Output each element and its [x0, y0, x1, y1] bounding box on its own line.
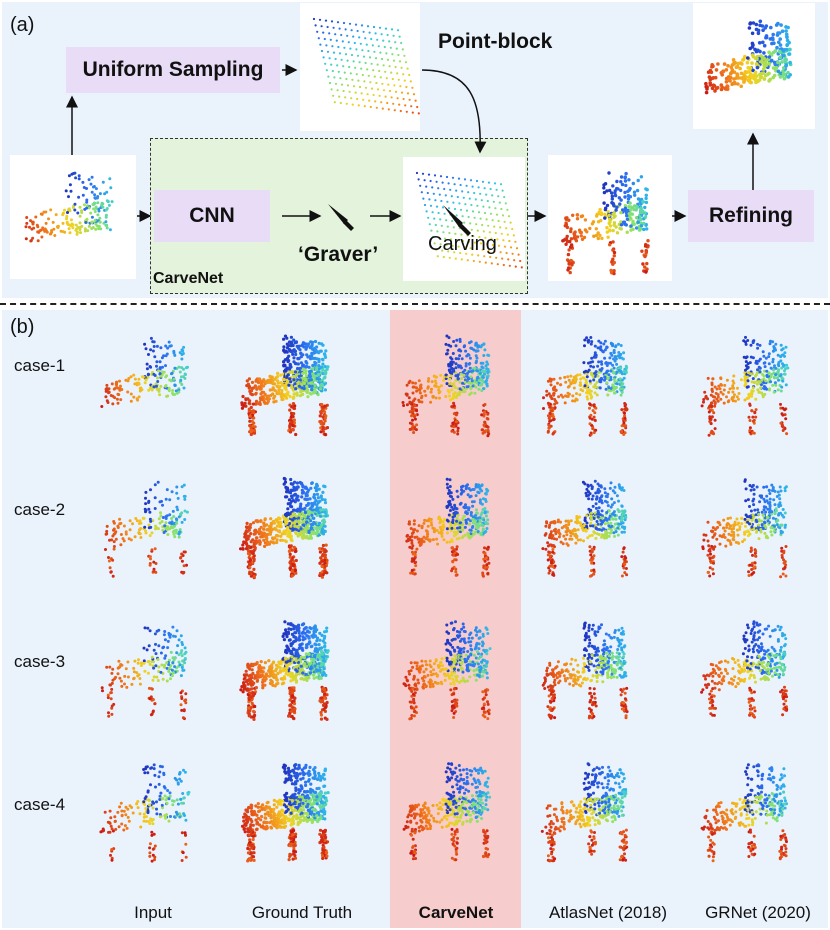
section-divider [0, 303, 830, 305]
result-carvenet-case-4 [392, 748, 512, 868]
column-label-grnet: GRNet (2020) [705, 903, 811, 922]
point-block-label: Point-block [438, 30, 553, 53]
point-block-grid [312, 17, 420, 115]
panel-b-label: (b) [10, 316, 35, 338]
result-input-case-3 [90, 606, 210, 726]
case-label-4: case-4 [14, 795, 66, 814]
graver-label: ‘Graver’ [298, 243, 379, 266]
arrow-icon [421, 69, 487, 154]
coarse-output-thumbnail [548, 155, 672, 281]
panel-a-label: (a) [10, 14, 35, 36]
cnn-label: CNN [189, 204, 235, 227]
column-label-input: Input [134, 903, 172, 922]
carving-thumbnail [403, 157, 525, 281]
result-grnet-case-2 [690, 464, 810, 584]
column-label-atlasnet: AtlasNet (2018) [548, 903, 668, 922]
case-label-2: case-2 [14, 500, 66, 519]
result-atlasnet-case-1 [530, 322, 650, 442]
carvenet-label: CarveNet [153, 270, 224, 287]
knife-icon [443, 205, 463, 227]
result-input-case-1 [90, 322, 210, 442]
result-atlasnet-case-4 [530, 748, 650, 868]
column-label-carvenet: CarveNet [418, 903, 494, 922]
cnn-box: CNN [154, 190, 270, 242]
result-ground-truth-case-2 [230, 464, 350, 584]
flow-arrows [66, 64, 759, 222]
uniform-sampling-box: Uniform Sampling [66, 47, 280, 93]
case-label-3: case-3 [14, 652, 66, 671]
refined-output-thumbnail [693, 3, 815, 129]
result-grnet-case-4 [690, 748, 810, 868]
result-input-case-4 [90, 748, 210, 868]
result-grnet-case-1 [690, 322, 810, 442]
result-carvenet-case-2 [392, 464, 512, 584]
result-atlasnet-case-2 [530, 464, 650, 584]
uniform-sampling-label: Uniform Sampling [82, 58, 264, 81]
result-ground-truth-case-1 [230, 322, 350, 442]
input-thumbnail [10, 155, 136, 279]
result-input-case-2 [90, 464, 210, 584]
result-grnet-case-3 [690, 606, 810, 726]
carving-label: Carving [428, 233, 497, 255]
result-ground-truth-case-3 [230, 606, 350, 726]
case-label-1: case-1 [14, 356, 66, 375]
refining-label: Refining [709, 204, 793, 227]
column-label-ground-truth: Ground Truth [251, 903, 353, 922]
result-carvenet-case-3 [392, 606, 512, 726]
result-ground-truth-case-4 [230, 748, 350, 868]
refining-box: Refining [688, 190, 814, 242]
result-carvenet-case-1 [392, 322, 512, 442]
point-block-thumbnail [300, 3, 420, 131]
knife-icon [324, 198, 360, 234]
result-atlasnet-case-3 [530, 606, 650, 726]
